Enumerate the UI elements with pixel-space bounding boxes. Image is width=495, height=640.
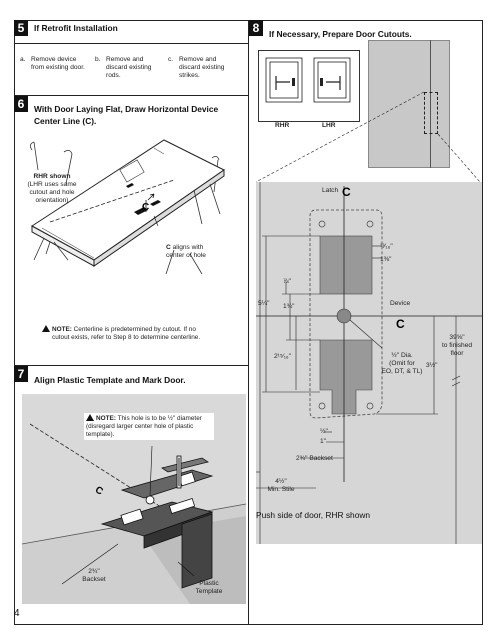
- door-laying-flat-illustration: C: [30, 139, 225, 275]
- rhr-shown-label: RHR shown: [33, 173, 71, 180]
- centerline-symbol-small-icon: C: [166, 244, 171, 251]
- dim-3-1-2: 3½": [426, 362, 438, 369]
- zoom-lines: [255, 91, 481, 183]
- step-7-backset-value: 2¾": [88, 568, 100, 575]
- dim-stile-label: Min. Stile: [267, 486, 295, 493]
- step-number-8: 8: [249, 20, 263, 36]
- dim-2-15-16: 2¹⁵⁄₁₆": [274, 353, 291, 360]
- device-centerline-icon: C: [396, 317, 405, 331]
- step-number-6: 6: [14, 96, 28, 112]
- aligns-with-label: C aligns with: [166, 244, 203, 252]
- warning-icon-2: [86, 414, 94, 421]
- step-6-title-line2-end: ).: [91, 116, 97, 126]
- dim-stile-value: 4½": [275, 478, 287, 485]
- door-edge-preview: [368, 40, 450, 168]
- step-6-note: NOTE: Centerline is predetermined by cut…: [42, 325, 232, 334]
- step-5-letter-a: a.: [20, 56, 26, 63]
- step-5-letter-b: b.: [95, 56, 101, 63]
- step-5-title: If Retrofit Installation: [34, 23, 118, 33]
- dia-line1: ½" Dia.: [391, 352, 413, 359]
- step-6-bottom-rule: [14, 365, 248, 366]
- aligns-with-text: aligns with: [172, 244, 204, 251]
- step-6-note-line1: Centerline is predetermined by cutout. I…: [73, 326, 196, 333]
- dim-1-3-8: 1⅜": [380, 256, 392, 263]
- step-7-note-line1: This hole is to be ½" diameter: [117, 415, 202, 422]
- step-6-title-line1: With Door Laying Flat, Draw Horizontal D…: [34, 104, 219, 114]
- step-6-title-line2: Center Line (C).: [34, 116, 96, 127]
- cutout-zoom-marker: [424, 92, 438, 134]
- page-number: 4: [14, 608, 20, 619]
- door-edge-line: [430, 40, 431, 168]
- step-7-backset-label: Backset: [82, 576, 106, 583]
- step-5-item-c: Remove and discard existing strikes.: [179, 56, 225, 79]
- step-8-title: If Necessary, Prepare Door Cutouts.: [269, 29, 412, 39]
- column-divider: [248, 20, 249, 625]
- template-alignment-illustration: C: [21, 394, 247, 604]
- step-5-item-b: Remove and discard existing rods.: [106, 56, 152, 79]
- step-5-item-a: Remove device from existing door.: [31, 56, 85, 71]
- dim-39-floor: floor: [450, 350, 464, 357]
- dim-39-5-8: 39⅝": [449, 334, 465, 341]
- dim-39-to-floor: to finished: [441, 342, 473, 349]
- warning-icon: [42, 325, 50, 332]
- step-7-title: Align Plastic Template and Mark Door.: [34, 375, 186, 385]
- rhr-desc-1: (LHR uses same: [27, 181, 77, 188]
- step-8-caption: Push side of door, RHR shown: [256, 510, 371, 520]
- dim-one-inch: 1": [320, 438, 327, 445]
- cutout-dimension-drawing: C C: [256, 182, 482, 544]
- step-6-note-prefix: NOTE:: [52, 326, 72, 333]
- latch-label: Latch: [322, 187, 339, 194]
- dim-7-8: ⅞": [283, 278, 291, 285]
- step-7-note-line2: (disregard larger center hole of plastic: [86, 423, 194, 430]
- dim-13-16: ¹³⁄₁₆": [380, 243, 393, 250]
- step-5-rule: [14, 43, 248, 44]
- dim-1-3-4: 1¾": [283, 303, 295, 310]
- step-7-note: NOTE: This hole is to be ½" diameter (di…: [84, 413, 214, 440]
- centerline-symbol-template-icon: C: [93, 485, 105, 498]
- center-of-hole-text: center of hole: [166, 252, 206, 259]
- step-5-bottom-rule: [14, 95, 248, 96]
- rhr-label: RHR: [275, 122, 290, 129]
- step-number-5: 5: [14, 20, 28, 36]
- dia-line3: EO, DT, & TL): [381, 368, 423, 375]
- rhr-desc-2: cutout and hole: [29, 189, 75, 196]
- dia-line2: (Omit for: [389, 360, 415, 367]
- step-number-7: 7: [14, 366, 28, 382]
- rhr-desc-3: orientation): [35, 197, 69, 204]
- plastic-template-label-2: Template: [195, 588, 223, 595]
- dim-half-inch: ½": [320, 428, 328, 435]
- lhr-label: LHR: [322, 122, 336, 129]
- handing-diagrams: [265, 57, 351, 103]
- dim-backset: 2¾" Backset: [296, 455, 333, 462]
- step-6-title-line2-text: Center Line (: [34, 116, 86, 126]
- step-6-note-line2: cutout exists, refer to Step 8 to determ…: [52, 334, 201, 341]
- device-text: Device: [390, 300, 411, 307]
- latch-centerline-icon: C: [342, 185, 351, 199]
- step-7-note-prefix: NOTE:: [96, 415, 116, 422]
- step-5-letter-c: c.: [168, 56, 174, 63]
- dim-5-1-4: 5¼": [258, 300, 270, 307]
- step-7-note-line3: template).: [86, 431, 115, 438]
- centerline-symbol-icon: C: [85, 116, 92, 126]
- plastic-template-label-1: Plastic: [199, 580, 219, 587]
